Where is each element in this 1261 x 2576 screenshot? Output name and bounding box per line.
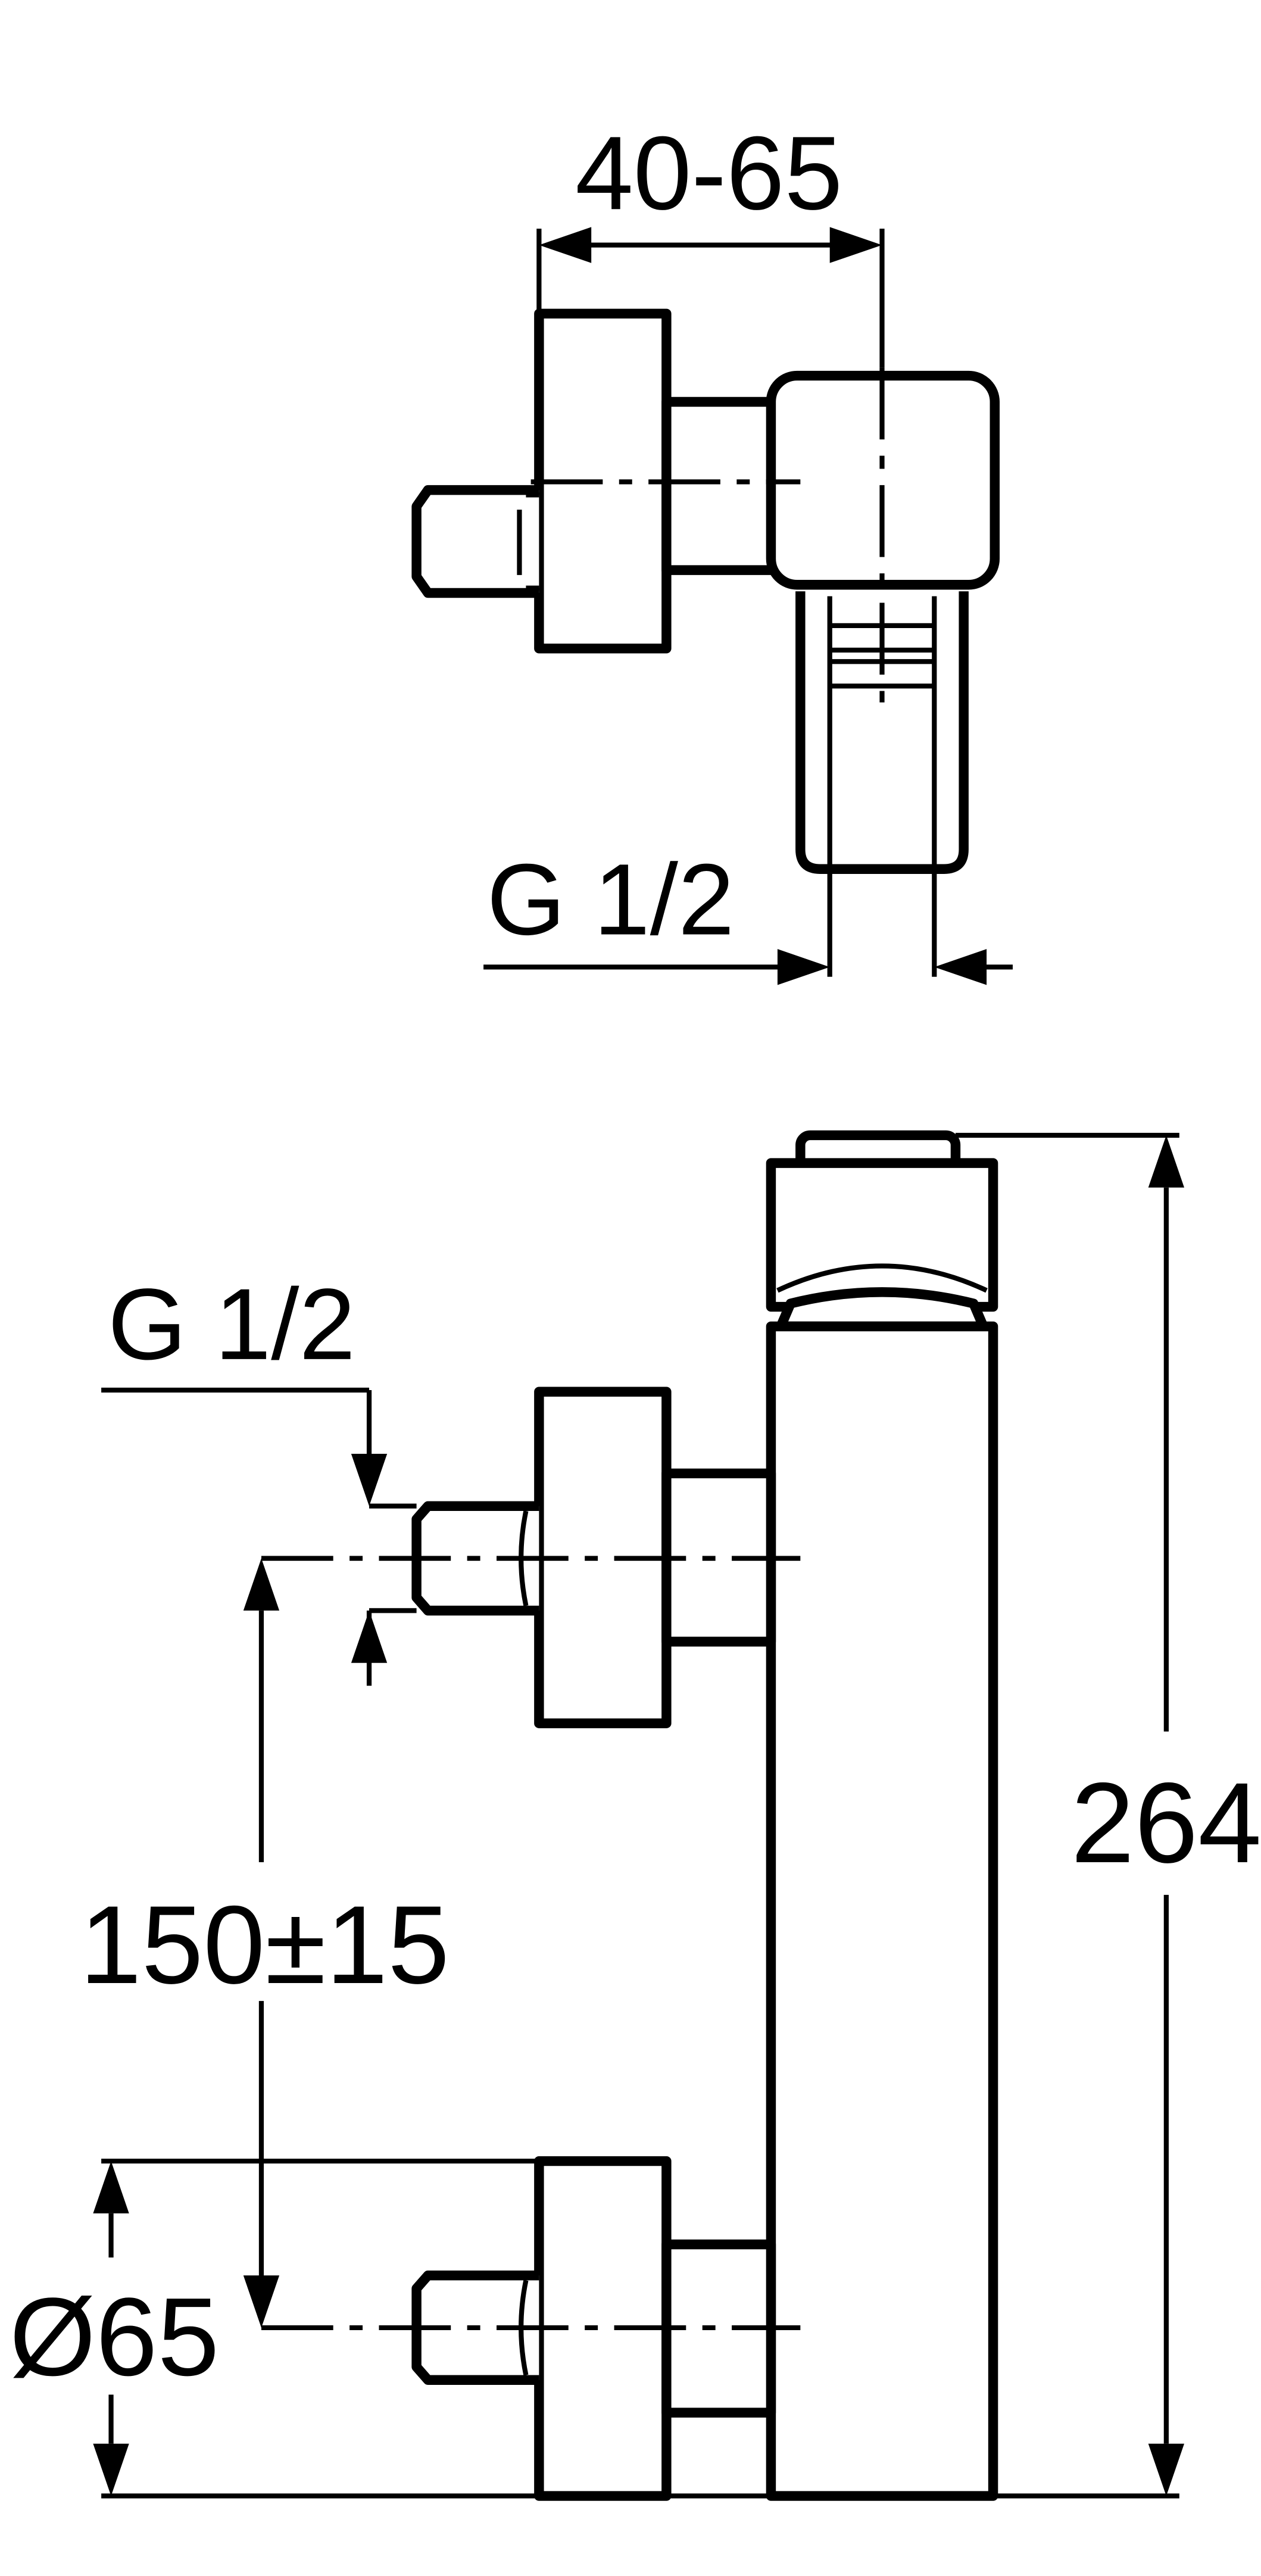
front-mixer-column (766, 1321, 998, 2501)
dim-center-distance: 150±15 (80, 1882, 450, 2007)
top-inlet-nipple (411, 485, 539, 598)
top-connector-pipe (661, 396, 783, 575)
dim-overall-height: 264 (1071, 1759, 1261, 1887)
dim-rosette-diameter: Ø65 (10, 2275, 220, 2399)
front-top-housing (766, 1158, 998, 1312)
dim-top-thread: G 1/2 (487, 843, 735, 956)
dim-side-thread: G 1/2 (108, 1268, 355, 1381)
front-view: G 1/2 150±15 Ø65 264 (10, 1130, 1261, 2501)
dim-top-offset: 40-65 (575, 115, 842, 232)
top-view: 40-65 G 1/2 (411, 115, 1013, 985)
